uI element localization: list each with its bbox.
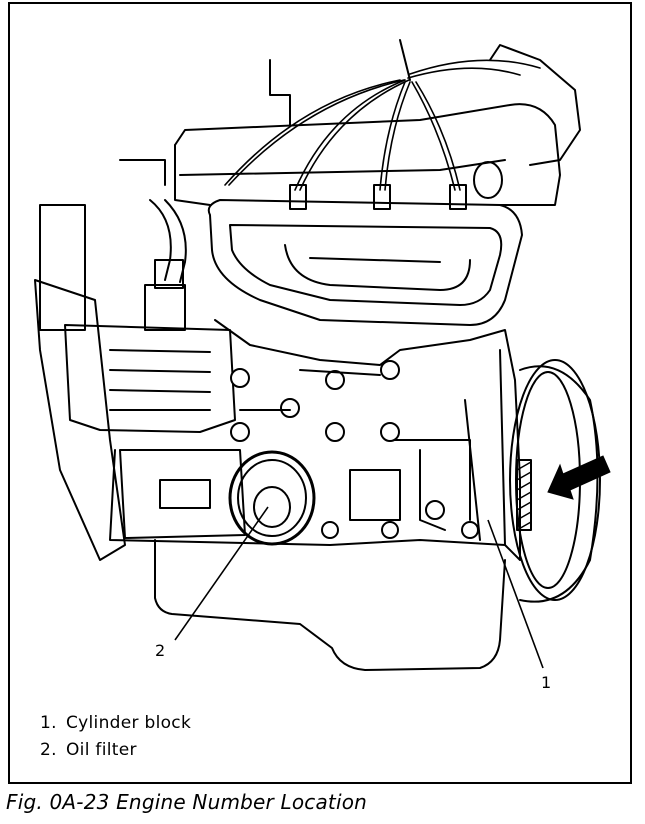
callout-2: 2 xyxy=(155,641,165,660)
leader-line-2 xyxy=(175,507,268,640)
engine-number-plate xyxy=(517,460,531,530)
spark-plug-wires xyxy=(225,60,540,190)
legend-number: 1. xyxy=(40,713,57,733)
valve-cover xyxy=(175,104,560,205)
cooling-fan xyxy=(40,205,85,330)
legend-item-oil-filter: 2. Oil filter xyxy=(40,740,137,760)
callout-1: 1 xyxy=(541,673,551,692)
cylinder-block-outline xyxy=(110,320,520,560)
intake-manifold xyxy=(209,200,522,325)
legend-label: Oil filter xyxy=(66,740,137,760)
legend-number: 2. xyxy=(40,740,57,760)
crankshaft-pulley xyxy=(510,360,600,600)
figure-frame xyxy=(8,2,632,784)
legend-label: Cylinder block xyxy=(66,713,192,733)
alternator xyxy=(65,325,235,432)
oil-pan-outline xyxy=(155,540,505,670)
figure-caption: Fig. 0A-23 Engine Number Location xyxy=(6,790,368,814)
radiator-hose xyxy=(150,200,171,280)
legend-item-cylinder-block: 1. Cylinder block xyxy=(40,713,191,733)
engine-number-arrow xyxy=(548,456,610,499)
distributor xyxy=(490,45,580,165)
leader-line-1 xyxy=(488,520,543,668)
oil-filter xyxy=(230,452,314,544)
